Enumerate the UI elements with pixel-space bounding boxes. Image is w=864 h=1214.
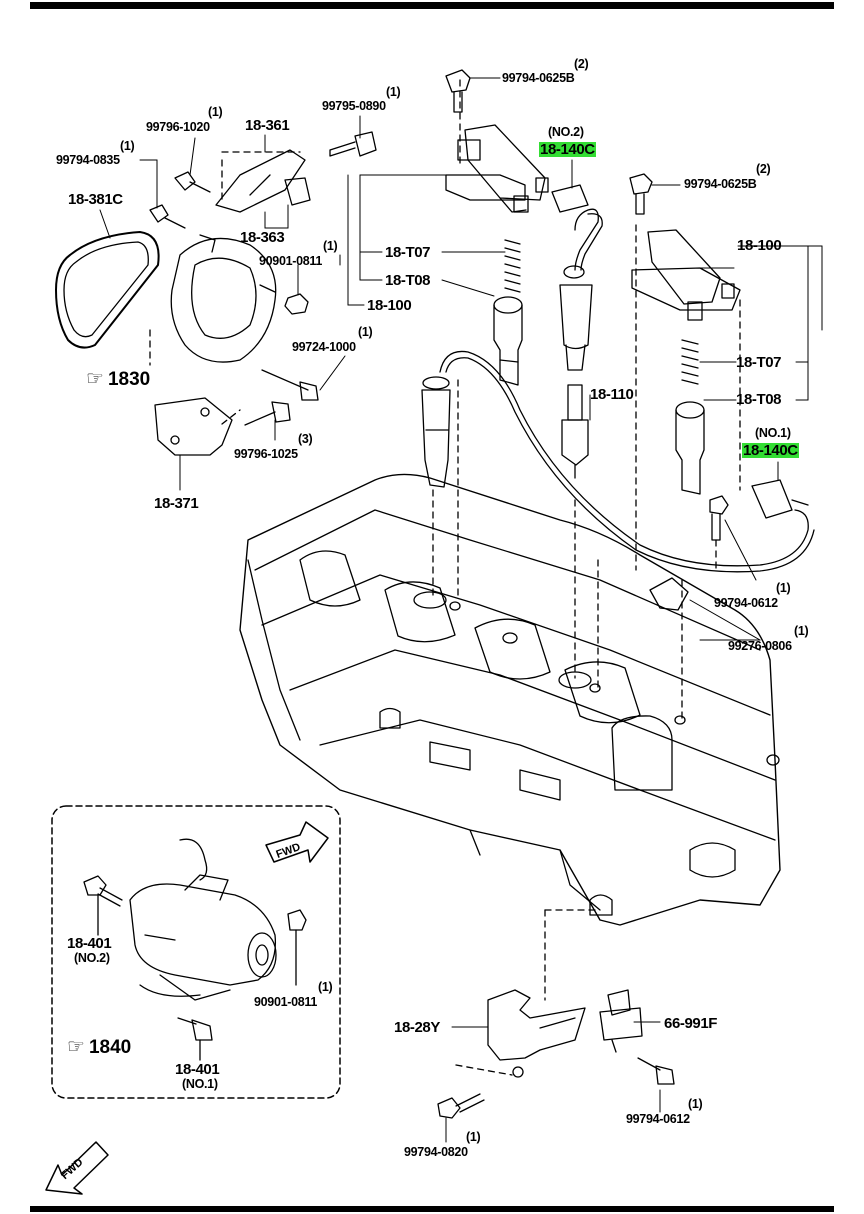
- corner-fwd-arrow-drawing: [45, 1141, 109, 1195]
- boot-left-drawing: [493, 296, 523, 386]
- sub-18-401-no2: (NO.2): [74, 951, 110, 965]
- plug-boot-no2-drawing: [551, 184, 593, 371]
- spring-left-drawing: [504, 239, 521, 293]
- code-99794-0835: 99794-0835: [56, 153, 120, 167]
- coil-no1-sub: (NO.1): [755, 426, 791, 440]
- pointing-hand-icon: ☞: [67, 1036, 85, 1058]
- qty-0806: (1): [794, 624, 809, 638]
- qty-1020: (1): [208, 105, 223, 119]
- dashed-leaders: [149, 79, 741, 1076]
- nut-0811-drawing: [284, 293, 309, 315]
- bolt-0820-drawing: [437, 1093, 485, 1119]
- coil-no1-code: 18-140C: [742, 442, 799, 459]
- plug-boot-no1-drawing: [421, 376, 451, 488]
- part-18-361: 18-361: [245, 117, 290, 134]
- part-18-363: 18-363: [240, 229, 285, 246]
- part-18-100-left: 18-100: [367, 297, 412, 314]
- code-99794-0625b-top: 99794-0625B: [502, 71, 575, 85]
- cylinder-head-drawing: [239, 473, 781, 926]
- part-18-110: 18-110: [590, 386, 634, 403]
- ignition-leads: [439, 208, 815, 573]
- part-18-t08-left: 18-T08: [385, 272, 431, 289]
- code-99794-0612-right: 99794-0612: [714, 596, 778, 610]
- drive-belt-drawing: [55, 231, 160, 349]
- part-18-381c: 18-381C: [68, 191, 123, 208]
- code-99794-0820: 99794-0820: [404, 1145, 468, 1159]
- coil-no2-sub: (NO.2): [548, 125, 584, 139]
- bottom-leaders: [445, 1021, 661, 1143]
- boot-right-drawing: [675, 401, 705, 495]
- leader-lines: [99, 77, 823, 641]
- bolt-0890-drawing: [329, 131, 377, 157]
- part-18-401-no2: 18-401: [67, 935, 112, 952]
- top-border: [30, 2, 834, 9]
- sensor-991f-drawing: [599, 989, 643, 1053]
- ignition-coil-no2: [445, 124, 549, 213]
- qty-0835: (1): [120, 139, 135, 153]
- qty-1025: (3): [298, 432, 313, 446]
- part-18-371: 18-371: [154, 495, 199, 512]
- qty-625b-right: (2): [756, 162, 771, 176]
- ref-1830: ☞1830: [86, 368, 151, 390]
- starter-nut-drawing: [287, 909, 307, 986]
- bolt-1000-drawing: [261, 369, 319, 401]
- bolt-1025-drawing: [244, 401, 291, 426]
- ref-1840: ☞1840: [67, 1036, 132, 1058]
- code-90901-0811: 90901-0811: [259, 254, 323, 268]
- part-18-401-no1: 18-401: [175, 1061, 220, 1078]
- connector-no1-drawing: [751, 479, 809, 519]
- inset-fwd-arrow-drawing: [265, 821, 329, 863]
- bolt-625b-top-drawing: [445, 69, 471, 113]
- bolt-0612-right-drawing: [709, 495, 729, 541]
- sensor-bracket-28y-drawing: [487, 989, 586, 1078]
- qty-1000: (1): [358, 325, 373, 339]
- coil-no2-code: 18-140C: [539, 141, 596, 158]
- part-18-t08-right: 18-T08: [736, 391, 782, 408]
- code-99794-0625b-right: 99794-0625B: [684, 177, 757, 191]
- code-99276-0806: 99276-0806: [728, 639, 792, 653]
- qty-0890: (1): [386, 85, 401, 99]
- part-66-991f: 66-991F: [664, 1015, 718, 1032]
- code-99796-1025: 99796-1025: [234, 447, 298, 461]
- qty-0811: (1): [323, 239, 338, 253]
- starter-bolt-no2-drawing: [83, 875, 123, 936]
- bolt-1020-drawing: [174, 171, 211, 193]
- code-99795-0890: 99795-0890: [322, 99, 386, 113]
- part-18-100-right: 18-100: [737, 237, 782, 254]
- starter-bolt-no1-drawing: [177, 1017, 213, 1061]
- pointing-hand-icon: ☞: [86, 368, 104, 390]
- part-18-t07-right: 18-T07: [736, 354, 782, 371]
- code-99724-1000: 99724-1000: [292, 340, 356, 354]
- qty-625b-top: (2): [574, 57, 589, 71]
- inset-starter-frame: [51, 805, 341, 1099]
- code-99794-0612-bottom: 99794-0612: [626, 1112, 690, 1126]
- alternator-drawing: [170, 234, 277, 363]
- starter-drawing: [129, 838, 277, 1001]
- sub-18-401-no1: (NO.1): [182, 1077, 218, 1091]
- bracket-361-drawing: [215, 149, 311, 213]
- spring-right-drawing: [681, 339, 699, 385]
- qty-0612-right: (1): [776, 581, 791, 595]
- qty-0820: (1): [466, 1130, 481, 1144]
- qty-0612-bottom: (1): [688, 1097, 703, 1111]
- ignition-coil-no1: [631, 229, 741, 321]
- spark-plug-drawing: [561, 384, 589, 479]
- bolt-0835-drawing: [149, 204, 186, 229]
- qty-0811-inset: (1): [318, 980, 333, 994]
- part-18-28y: 18-28Y: [394, 1019, 440, 1036]
- bolt-625b-right-drawing: [629, 173, 653, 215]
- bolt-0612-bottom-drawing: [637, 1057, 675, 1085]
- part-18-t07-left: 18-T07: [385, 244, 431, 261]
- bottom-border: [30, 1206, 834, 1212]
- clip-0806-drawing: [649, 577, 689, 611]
- code-90901-0811-inset: 90901-0811: [254, 995, 318, 1009]
- code-99796-1020: 99796-1020: [146, 120, 210, 134]
- bracket-371-drawing: [154, 397, 233, 456]
